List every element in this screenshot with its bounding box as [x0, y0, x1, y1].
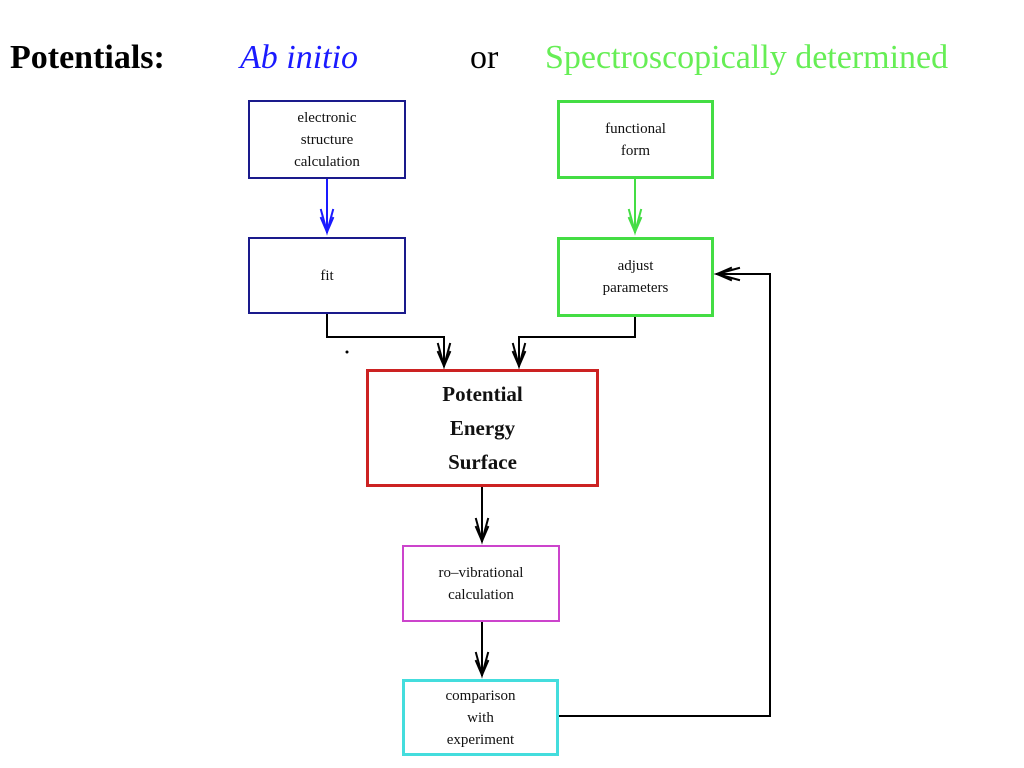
- box-ro-vibrational-calculation: ro–vibrational calculation: [402, 545, 560, 622]
- box-electronic-structure-calculation: electronic structure calculation: [248, 100, 406, 179]
- box-text-line: electronic: [297, 109, 357, 126]
- box-potential-energy-surface: Potential Energy Surface: [366, 369, 599, 487]
- box-text-line: adjust: [617, 258, 654, 274]
- box-text-line: Surface: [448, 450, 517, 474]
- arrow-fit-to-pes: [326, 314, 452, 370]
- arrow-adjust-to-pes: [511, 317, 636, 370]
- header-or: or: [470, 39, 499, 76]
- box-text-line: calculation: [294, 153, 360, 170]
- box-text-line: fit: [320, 267, 334, 284]
- box-text-line: experiment: [446, 731, 515, 748]
- arrow-functional-to-adjust: [627, 179, 643, 236]
- box-text-line: functional: [605, 120, 666, 137]
- box-text-line: parameters: [602, 280, 669, 296]
- arrow-compare-to-adjust-feedback: [559, 266, 771, 717]
- box-fit: fit: [248, 237, 406, 314]
- header-ab-initio: Ab initio: [240, 39, 359, 76]
- box-text-line: ro–vibrational: [438, 564, 524, 581]
- box-text-line: form: [620, 142, 651, 159]
- arrow-pes-to-rovib: [474, 487, 490, 545]
- arrow-electronic-to-fit: [319, 179, 335, 236]
- box-text-line: structure: [300, 131, 354, 148]
- box-functional-form: functional form: [557, 100, 714, 179]
- box-text-line: with: [467, 709, 494, 726]
- arrow-rovib-to-compare: [474, 622, 490, 679]
- box-adjust-parameters: adjust parameters: [557, 237, 714, 317]
- box-comparison-with-experiment: comparison with experiment: [402, 679, 559, 756]
- box-text-line: Energy: [449, 416, 516, 440]
- box-text-line: Potential: [442, 382, 523, 406]
- box-text-line: comparison: [445, 687, 516, 704]
- header-spectroscopic: Spectroscopically determined: [545, 39, 949, 76]
- header-potentials-label: Potentials:: [10, 39, 165, 76]
- stray-dot: [345, 350, 349, 354]
- box-text-line: calculation: [448, 586, 514, 603]
